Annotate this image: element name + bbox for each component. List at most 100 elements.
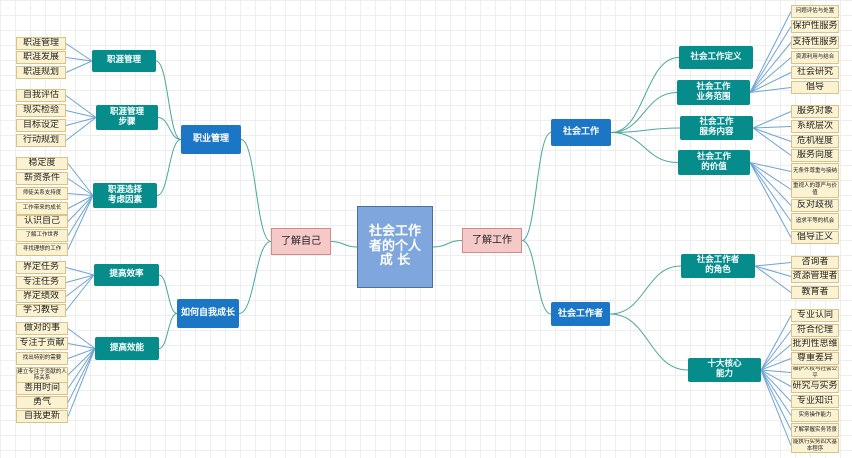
node-self-growth[interactable]: 如何自我成长 <box>177 299 239 328</box>
leaf-know-self[interactable]: 认识自己 <box>16 215 68 228</box>
leaf-goal-setting[interactable]: 目标设定 <box>16 119 66 132</box>
leaf-ethics[interactable]: 符合伦理 <box>791 324 839 337</box>
leaf-do-right[interactable]: 做对的事 <box>16 322 68 335</box>
node-sw-roles[interactable]: 社会工作者 的角色 <box>681 254 755 278</box>
leaf-resource-use[interactable]: 资源利用与结合 <box>791 51 839 64</box>
connector-line <box>760 369 792 446</box>
leaf-service-target[interactable]: 服务对象 <box>791 105 839 118</box>
leaf-stability[interactable]: 稳定度 <box>16 157 68 170</box>
leaf-career-mgmt[interactable]: 职涯管理 <box>16 37 66 50</box>
connector-line <box>609 313 689 371</box>
node-career-factors[interactable]: 职涯选择 考虑因素 <box>93 183 157 208</box>
connector-line <box>238 241 272 314</box>
node-core-competencies[interactable]: 十大核心 能力 <box>688 358 761 382</box>
leaf-service-dimension[interactable]: 服务向度 <box>791 149 839 162</box>
connector-line <box>610 57 680 133</box>
connector-line <box>67 348 96 403</box>
leaf-career-plan[interactable]: 职涯规划 <box>16 66 66 79</box>
connector-line <box>760 369 792 431</box>
leaf-justice[interactable]: 倡导正义 <box>791 231 839 244</box>
connector-line <box>65 117 97 126</box>
connector-line <box>156 139 182 196</box>
leaf-action-plan[interactable]: 行动规划 <box>16 134 66 147</box>
connector-line <box>749 26 792 93</box>
leaf-practice-context[interactable]: 了解掌握实务背景 <box>791 423 839 437</box>
leaf-focus-task[interactable]: 专注任务 <box>16 276 66 289</box>
leaf-resource-manager[interactable]: 资源管理者 <box>791 270 839 283</box>
leaf-career-dev[interactable]: 职涯发展 <box>16 51 66 64</box>
leaf-professional-knowledge[interactable]: 专业知识 <box>791 395 839 408</box>
node-social-work[interactable]: 社会工作 <box>551 119 611 146</box>
node-sw-scope[interactable]: 社会工作 业务范围 <box>677 80 750 105</box>
node-career-mgmt[interactable]: 职涯管理 <box>92 50 156 72</box>
connector-line <box>760 369 792 373</box>
leaf-equal-opportunity[interactable]: 追求平等的机会 <box>791 213 839 230</box>
connector-line <box>67 343 96 349</box>
node-sw-definition[interactable]: 社会工作定义 <box>679 46 753 69</box>
leaf-anti-discrimination[interactable]: 反对歧视 <box>791 199 839 212</box>
connector-line <box>749 57 792 93</box>
node-effectiveness[interactable]: 提高效能 <box>95 337 159 360</box>
connector-line <box>521 132 552 241</box>
connector-line <box>754 265 792 277</box>
root-node[interactable]: 社会工作 者的个人 成 长 <box>357 206 433 288</box>
node-career-management[interactable]: 职业管理 <box>181 125 241 154</box>
leaf-salary[interactable]: 薪资条件 <box>16 172 68 185</box>
connector-line <box>752 126 792 129</box>
leaf-respect-accept[interactable]: 无条件尊重与接纳 <box>791 163 839 180</box>
leaf-problem-assess[interactable]: 问题评估与处置 <box>791 5 839 18</box>
leaf-learn-teach[interactable]: 学习教导 <box>16 304 66 317</box>
leaf-self-renew[interactable]: 自我更新 <box>16 410 68 423</box>
leaf-crisis-degree[interactable]: 危机程度 <box>791 135 839 148</box>
leaf-use-time[interactable]: 善用时间 <box>16 382 68 395</box>
leaf-know-work-world[interactable]: 了解工作世界 <box>16 229 68 242</box>
leaf-protective-service[interactable]: 保护性服务 <box>791 20 839 33</box>
leaf-four-procedures[interactable]: 能执行实务四大基本程序 <box>791 438 839 453</box>
leaf-advocacy[interactable]: 倡导 <box>791 81 839 94</box>
leaf-define-task[interactable]: 界定任务 <box>16 261 66 274</box>
connector-line <box>752 127 792 142</box>
node-social-worker[interactable]: 社会工作者 <box>551 302 610 326</box>
connector-line <box>760 369 792 416</box>
connector-line <box>749 162 792 238</box>
connector-line <box>749 162 792 190</box>
leaf-work-growth[interactable]: 工作带来的成长 <box>16 202 68 215</box>
connector-line <box>67 348 96 417</box>
leaf-practice-skills[interactable]: 实务操作能力 <box>791 409 839 422</box>
leaf-social-research[interactable]: 社会研究 <box>791 66 839 79</box>
leaf-counselor[interactable]: 咨询者 <box>791 256 839 269</box>
leaf-contribute[interactable]: 专注于贡献 <box>16 337 68 350</box>
leaf-mentor-support[interactable]: 师徒关系支持度 <box>16 187 68 200</box>
node-sw-values[interactable]: 社会工作 的价值 <box>678 150 750 175</box>
leaf-find-ideal-job[interactable]: 寻找理想的工作 <box>16 243 68 256</box>
node-efficiency[interactable]: 提高效率 <box>94 264 159 286</box>
connector-line <box>157 117 182 140</box>
branch-know-self[interactable]: 了解自己 <box>271 228 331 255</box>
leaf-educator[interactable]: 教育者 <box>791 286 839 299</box>
connector-line <box>65 274 95 283</box>
leaf-define-perf[interactable]: 界定绩效 <box>16 290 66 303</box>
connector-line <box>65 274 95 311</box>
leaf-supportive-service[interactable]: 支持性服务 <box>791 36 839 49</box>
leaf-dignity[interactable]: 重视人的尊严与价值 <box>791 181 839 198</box>
connector-line <box>610 127 681 133</box>
connector-line <box>760 369 792 402</box>
connector-line <box>67 193 94 196</box>
connector-line <box>752 111 792 129</box>
node-sw-services[interactable]: 社会工作 服务内容 <box>680 116 753 140</box>
leaf-special-needs[interactable]: 找出特别的需要 <box>16 352 68 365</box>
node-career-steps[interactable]: 职涯管理 步骤 <box>96 105 158 130</box>
leaf-system-level[interactable]: 系统层次 <box>791 120 839 133</box>
leaf-research-practice[interactable]: 研究与实务 <box>791 380 839 393</box>
leaf-relations[interactable]: 建立专注于贡献的人际关系 <box>16 367 68 383</box>
leaf-human-rights[interactable]: 维护人权与社会公平 <box>791 366 839 379</box>
leaf-courage[interactable]: 勇气 <box>16 396 68 409</box>
connector-line <box>760 315 792 371</box>
leaf-critical-thinking[interactable]: 批判性思维 <box>791 338 839 351</box>
leaf-respect-diversity[interactable]: 尊重差异 <box>791 352 839 365</box>
leaf-self-assess[interactable]: 自我评估 <box>16 89 66 102</box>
leaf-professional-identity[interactable]: 专业认同 <box>791 309 839 322</box>
leaf-reality-check[interactable]: 现实检验 <box>16 104 66 117</box>
connector-line <box>760 369 792 387</box>
branch-know-work[interactable]: 了解工作 <box>462 228 522 253</box>
